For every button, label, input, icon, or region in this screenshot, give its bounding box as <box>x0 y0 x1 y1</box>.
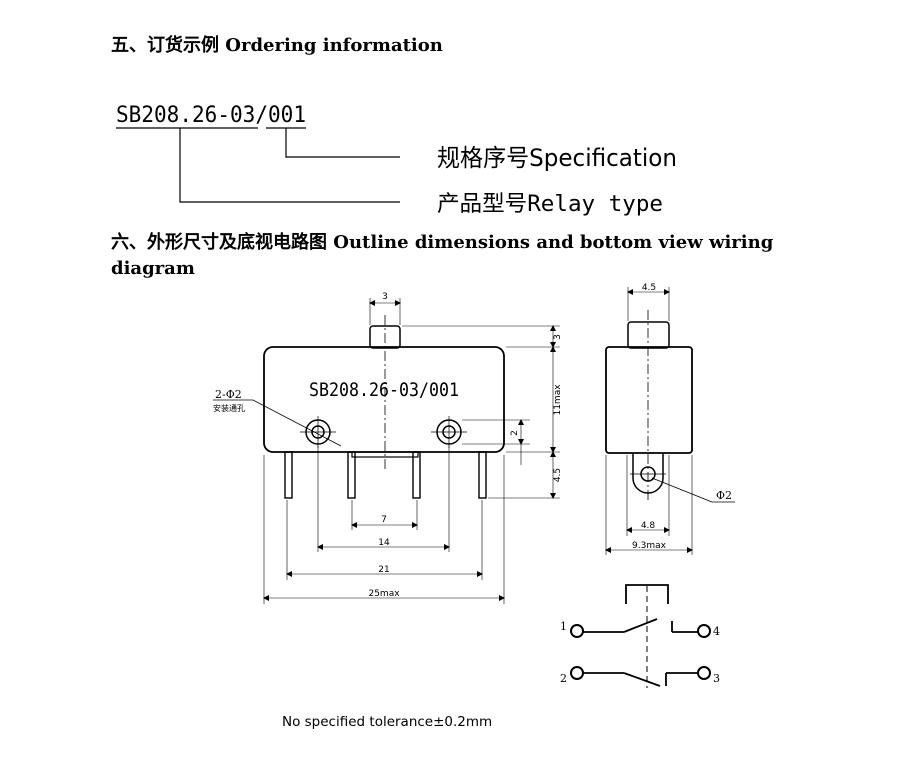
section-number: 五、订货示例 <box>111 35 219 56</box>
terminal-3 <box>697 666 711 680</box>
type-label: 产品型号Relay type <box>437 192 663 217</box>
side-actuator <box>627 321 670 349</box>
tolerance-note: No specified tolerance±0.2mm <box>282 714 493 730</box>
hole-callout: 2-Φ2 <box>215 388 242 401</box>
section-title: Outline dimensions and bottom view wirin… <box>333 232 774 253</box>
model-code: SB208.26-03/001 <box>116 103 306 128</box>
side-view <box>605 287 735 555</box>
side-body <box>605 346 693 454</box>
dim-pin-spacing-mid: 14 <box>378 538 390 548</box>
wiring-labels: 1 2 3 4 <box>560 620 720 685</box>
terminal-label-4: 4 <box>713 625 720 638</box>
terminal-1 <box>570 624 584 638</box>
pin-1 <box>284 451 293 499</box>
dim-pin-length: 4.5 <box>553 468 563 482</box>
front-view <box>213 298 560 604</box>
terminal-label-3: 3 <box>713 672 720 685</box>
callout-leader <box>252 399 342 447</box>
terminal-4 <box>697 624 711 638</box>
dim-side-hole: Φ2 <box>716 489 732 502</box>
terminal-label-1: 1 <box>560 620 567 633</box>
terminal-2 <box>570 666 584 680</box>
dim-pin-spacing-inner: 7 <box>381 515 387 525</box>
switch-blade-upper <box>623 618 658 633</box>
dim-button-width: 3 <box>382 292 388 302</box>
section-heading-ordering: 五、订货示例 Ordering information <box>111 31 443 57</box>
dim-body-height: 11max <box>553 384 563 416</box>
spec-leader-line <box>285 128 400 158</box>
bottom-rib <box>351 451 419 458</box>
dim-pin-spacing-outer: 21 <box>378 565 389 575</box>
body-model-label: SB208.26-03/001 <box>309 379 459 401</box>
dim-side-button-width: 4.5 <box>642 283 656 293</box>
front-view-labels: SB208.26-03/001 2-Φ2 安装通孔 3 3 11max 2 4.… <box>213 292 563 599</box>
switch-blade-lower <box>623 672 661 687</box>
section-title: Ordering information <box>225 35 443 56</box>
dim-hole-offset: 2 <box>510 430 520 436</box>
actuator-symbol <box>625 584 669 604</box>
spec-label: 规格序号Specification <box>437 144 677 172</box>
pin-3 <box>412 451 421 499</box>
section-title-continued: diagram <box>111 258 195 279</box>
dim-body-width: 9.3max <box>632 541 667 551</box>
callout-leader <box>651 477 713 503</box>
dim-tab-width: 4.8 <box>641 521 656 531</box>
pin-4 <box>478 451 487 499</box>
ordering-code-diagram: SB208.26-03/001 规格序号Specification 产品型号Re… <box>116 103 677 217</box>
dim-overall-length: 25max <box>368 589 400 599</box>
type-leader-line <box>179 128 400 203</box>
section-number: 六、外形尺寸及底视电路图 <box>111 232 327 253</box>
side-view-labels: 4.5 Φ2 4.8 9.3max <box>632 283 732 551</box>
dim-button-height: 3 <box>553 334 563 340</box>
terminal-label-2: 2 <box>560 672 567 685</box>
section-heading-outline: 六、外形尺寸及底视电路图 Outline dimensions and bott… <box>111 230 851 282</box>
hole-note: 安装通孔 <box>213 403 245 413</box>
wiring-diagram <box>570 584 711 688</box>
pin-2 <box>347 451 356 499</box>
